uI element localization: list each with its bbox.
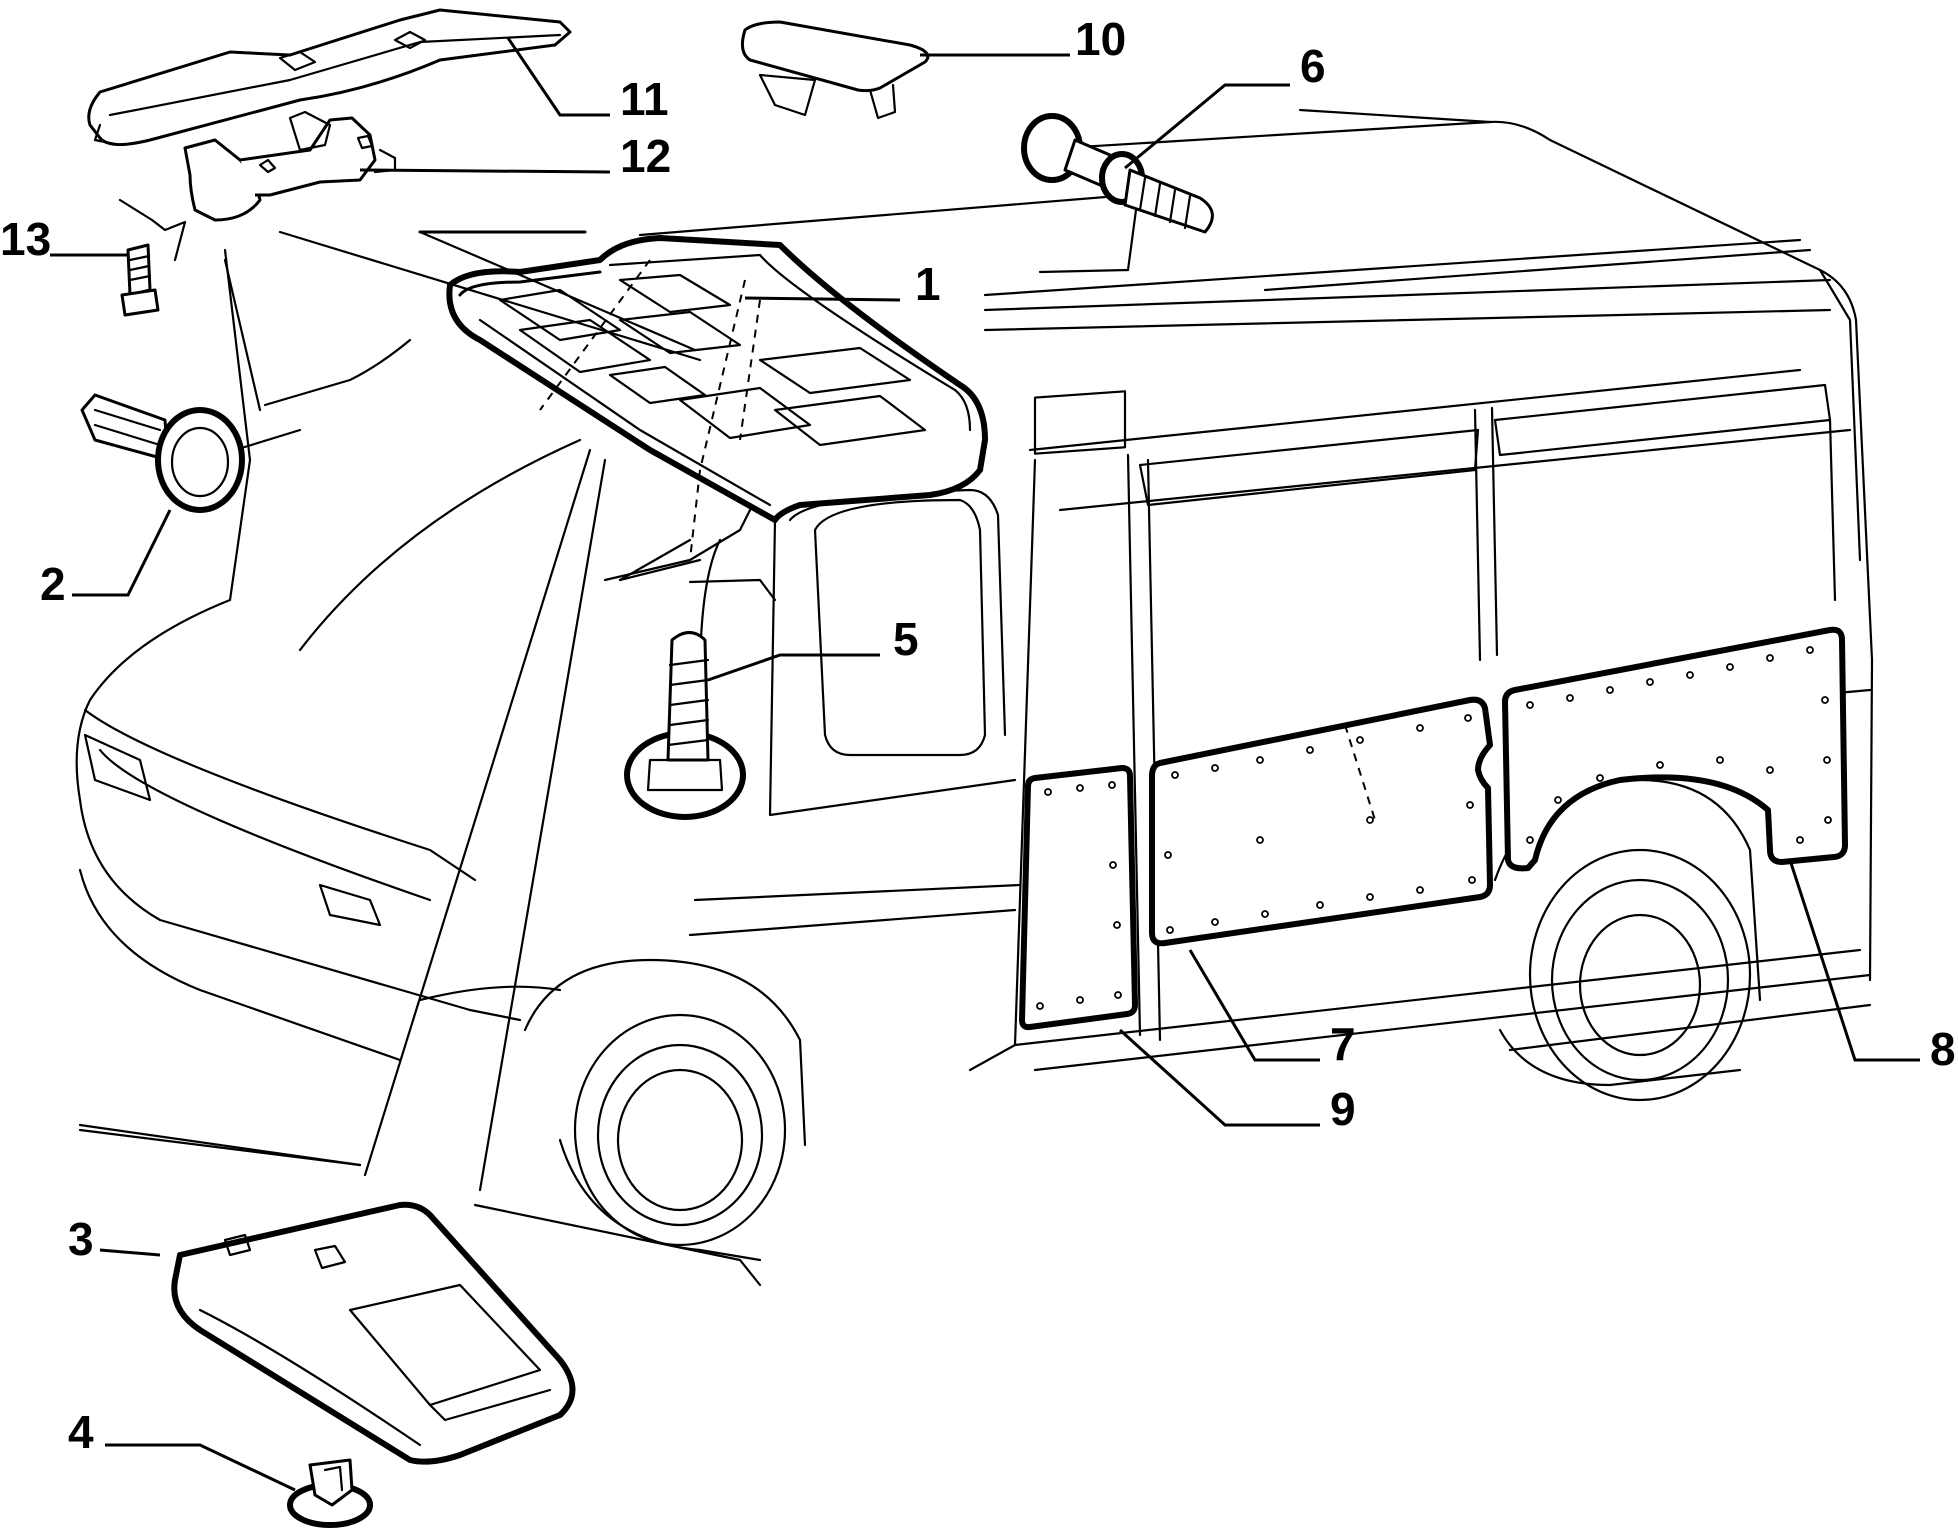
leader-9: [1118, 1028, 1320, 1127]
callout-8: 8: [1930, 1023, 1956, 1075]
part-2-push-rivet: [80, 393, 245, 513]
guide-lines: [78, 198, 702, 1167]
callout-6: 6: [1300, 40, 1326, 92]
leader-1: [744, 296, 901, 302]
part-3-roof-tray: [171, 1201, 576, 1465]
part-11-bracket: [87, 8, 572, 147]
leader-2: [72, 509, 172, 597]
callout-11: 11: [620, 73, 669, 125]
leader-5: [707, 653, 880, 682]
part-1-roof-liner: [446, 235, 988, 602]
callout-12: 12: [620, 130, 671, 182]
callout-2: 2: [40, 558, 66, 610]
leader-4: [105, 1443, 296, 1492]
panel-7: [1149, 696, 1493, 947]
callout-10: 10: [1075, 13, 1126, 65]
leader-12: [359, 168, 611, 174]
callout-1: 1: [915, 258, 941, 310]
van-body: [75, 108, 1874, 1287]
leader-7: [1188, 949, 1320, 1062]
panel-9: [1019, 765, 1138, 1031]
callout-3: 3: [68, 1213, 94, 1265]
callout-labels: 1 2 3 4 5 6 7 8 9 10 11 12 13: [0, 13, 1956, 1458]
panel-8: [1502, 626, 1848, 872]
callout-5: 5: [893, 613, 919, 665]
callout-13: 13: [0, 213, 51, 265]
leader-6: [1124, 83, 1290, 170]
leader-8: [1788, 859, 1920, 1062]
leader-3: [99, 1248, 161, 1257]
callout-7: 7: [1330, 1018, 1356, 1070]
part-6-push-fastener: [1021, 113, 1214, 234]
leader-11: [506, 37, 610, 117]
part-10-cap: [740, 20, 930, 120]
callout-leaders: [50, 37, 1920, 1492]
callout-9: 9: [1330, 1083, 1356, 1135]
part-13-bolt: [120, 243, 160, 317]
part-5-screw: [624, 631, 746, 820]
part-4-clip: [287, 1458, 373, 1528]
callout-4: 4: [68, 1406, 94, 1458]
part-12-hinge-bracket: [183, 110, 397, 222]
